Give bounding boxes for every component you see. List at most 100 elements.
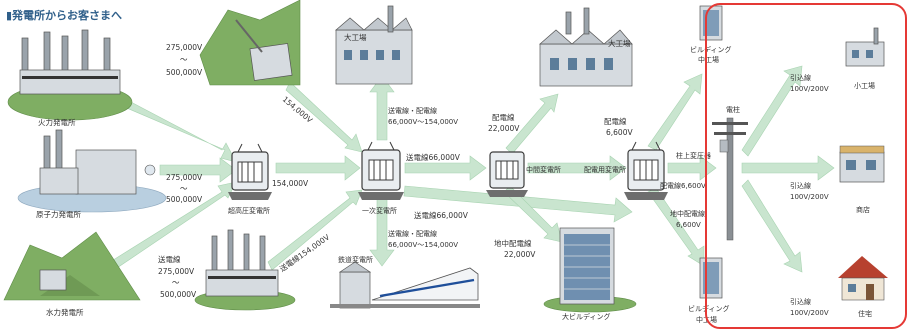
hydro-line-label: 送電線 <box>158 254 181 264</box>
hydro-voltage-b: 500,000V <box>160 290 197 299</box>
dist-6600-pole-label: 配電線6,600V <box>660 181 706 190</box>
factory1-line-label: 送電線・配電線 <box>388 106 437 115</box>
house-line: 引込線 <box>790 297 811 306</box>
dist-22-b-label: 地中配電線 <box>494 238 532 248</box>
dist-6600-ug-label: 地中配電線 <box>670 209 705 218</box>
pole-transformer <box>719 139 729 153</box>
factory1-chimney <box>387 5 394 33</box>
shop <box>839 145 885 183</box>
utility-pole <box>712 117 748 241</box>
thermal-building-stripe <box>22 76 118 79</box>
pole-label: 電柱 <box>726 105 740 114</box>
small-factory-chimney <box>873 27 879 45</box>
hydro-voltage-a: 275,000V <box>158 267 195 276</box>
arrow-pumped-to-primary <box>285 81 363 153</box>
shop-label: 商店 <box>856 205 870 214</box>
thermal-power-plant <box>7 29 133 121</box>
thermal2-building-stripe <box>208 276 276 279</box>
trans-66-a-label: 送電線66,000V <box>406 152 461 162</box>
primary-transformer-fins <box>367 141 395 180</box>
bullet-train-stripe <box>379 278 475 298</box>
factory1-label: 大工場 <box>344 32 367 42</box>
small-factory-label: 小工場 <box>854 81 875 90</box>
house-door <box>866 284 874 300</box>
nuclear-voltage-b: 500,000V <box>166 195 203 204</box>
pole-transformer-label: 柱上変圧器 <box>676 151 711 160</box>
primary-substation <box>358 141 404 200</box>
primary-substation-label: 一次変電所 <box>362 206 397 215</box>
house-window <box>848 284 856 292</box>
hydro-voltage-sep: 〜 <box>172 278 180 287</box>
dist-6600-ug-voltage: 6,600V <box>676 221 701 229</box>
arrow-intermediate-to-factory2 <box>505 93 559 155</box>
nuclear-voltage-a: 275,000V <box>166 173 203 182</box>
intermediate-substation <box>486 151 528 197</box>
thermal-voltage-a: 275,000V <box>166 43 203 52</box>
nuclear-symbol-icon <box>144 164 156 176</box>
pole-shaft <box>726 117 734 241</box>
hydro-plant-label: 水力発電所 <box>46 307 84 317</box>
ultra-transformer-core <box>237 161 263 183</box>
small-factory-window-1 <box>852 50 859 58</box>
ultra-high-voltage-substation <box>228 143 272 200</box>
large-factory-2 <box>539 7 633 87</box>
hydro-hill-front <box>40 275 100 296</box>
railway-substation-label: 鉄道変電所 <box>338 255 373 264</box>
factory1-line-range: 66,000V〜154,000V <box>388 118 458 126</box>
thermal-voltage-sep: 〜 <box>180 55 188 64</box>
factory2-chimney-2 <box>583 7 590 35</box>
factory1-window-3 <box>376 50 384 60</box>
railway-substation <box>330 261 480 309</box>
small-factory <box>845 27 885 67</box>
thermal2-building <box>205 269 279 297</box>
hydro-power-plant <box>3 231 141 301</box>
arrow-pole-to-shop <box>741 155 835 181</box>
arrow-distribution-to-top-building <box>647 73 703 151</box>
thermal-power-plant-2 <box>194 229 296 311</box>
arrow-primary-to-intermediate <box>404 155 487 181</box>
distribution-substation-label: 配電用変電所 <box>584 165 626 174</box>
primary-transformer-core <box>368 159 394 181</box>
pole-crossarm-2 <box>714 132 746 135</box>
factory2-window-4 <box>604 58 613 70</box>
nuclear-plant-label: 原子力発電所 <box>36 209 81 219</box>
nuclear-power-plant <box>17 129 167 213</box>
arrow-primary-to-railway <box>369 195 395 267</box>
railway-line-range: 66,000V〜154,000V <box>388 241 458 249</box>
dist-22-b-voltage: 22,000V <box>504 250 536 259</box>
large-building-label: 大ビルディング <box>562 312 611 321</box>
building-floors <box>564 244 610 290</box>
factory2-chimney-1 <box>565 11 572 35</box>
mid-building-top <box>699 5 723 41</box>
thermal-voltage-b: 500,000V <box>166 68 203 77</box>
intermediate-substation-label: 中間変電所 <box>526 165 561 174</box>
dist-22-a-label: 配電線 <box>492 112 515 122</box>
nuclear-turbine-building <box>39 167 79 195</box>
house-roof <box>838 256 888 278</box>
railway-line-label: 送電線・配電線 <box>388 229 437 238</box>
ultra-substation-label: 超高圧変電所 <box>228 206 270 215</box>
arrow-distribution-to-bottom-building <box>647 187 705 267</box>
mid-building-bottom <box>699 257 723 299</box>
house-label: 住宅 <box>858 309 872 318</box>
dist-6600-a-label: 配電線 <box>604 116 627 126</box>
arrow-pole-to-house <box>741 179 803 273</box>
dist-6600-a-voltage: 6,600V <box>606 128 633 137</box>
arrow-intermediate-to-distribution <box>527 155 627 181</box>
pumped-station <box>249 43 293 81</box>
arrow-hydro-to-ultra <box>109 181 237 271</box>
flow-arrows <box>107 65 835 273</box>
arrow-pole-to-small-factory <box>741 65 803 157</box>
pumped-penstock <box>235 19 263 53</box>
nuclear-reactor-building <box>75 149 137 195</box>
hydro-mountain <box>3 231 141 301</box>
trans-66-b-label: 送電線66,000V <box>414 210 469 220</box>
arrow-intermediate-to-building <box>503 185 563 243</box>
factory2-roof <box>539 29 633 45</box>
thermal-building <box>19 69 121 95</box>
factory1-window-1 <box>344 50 352 60</box>
railway-track <box>330 304 480 308</box>
large-factory-1 <box>335 5 413 85</box>
shop-line: 引込線 <box>790 181 811 190</box>
